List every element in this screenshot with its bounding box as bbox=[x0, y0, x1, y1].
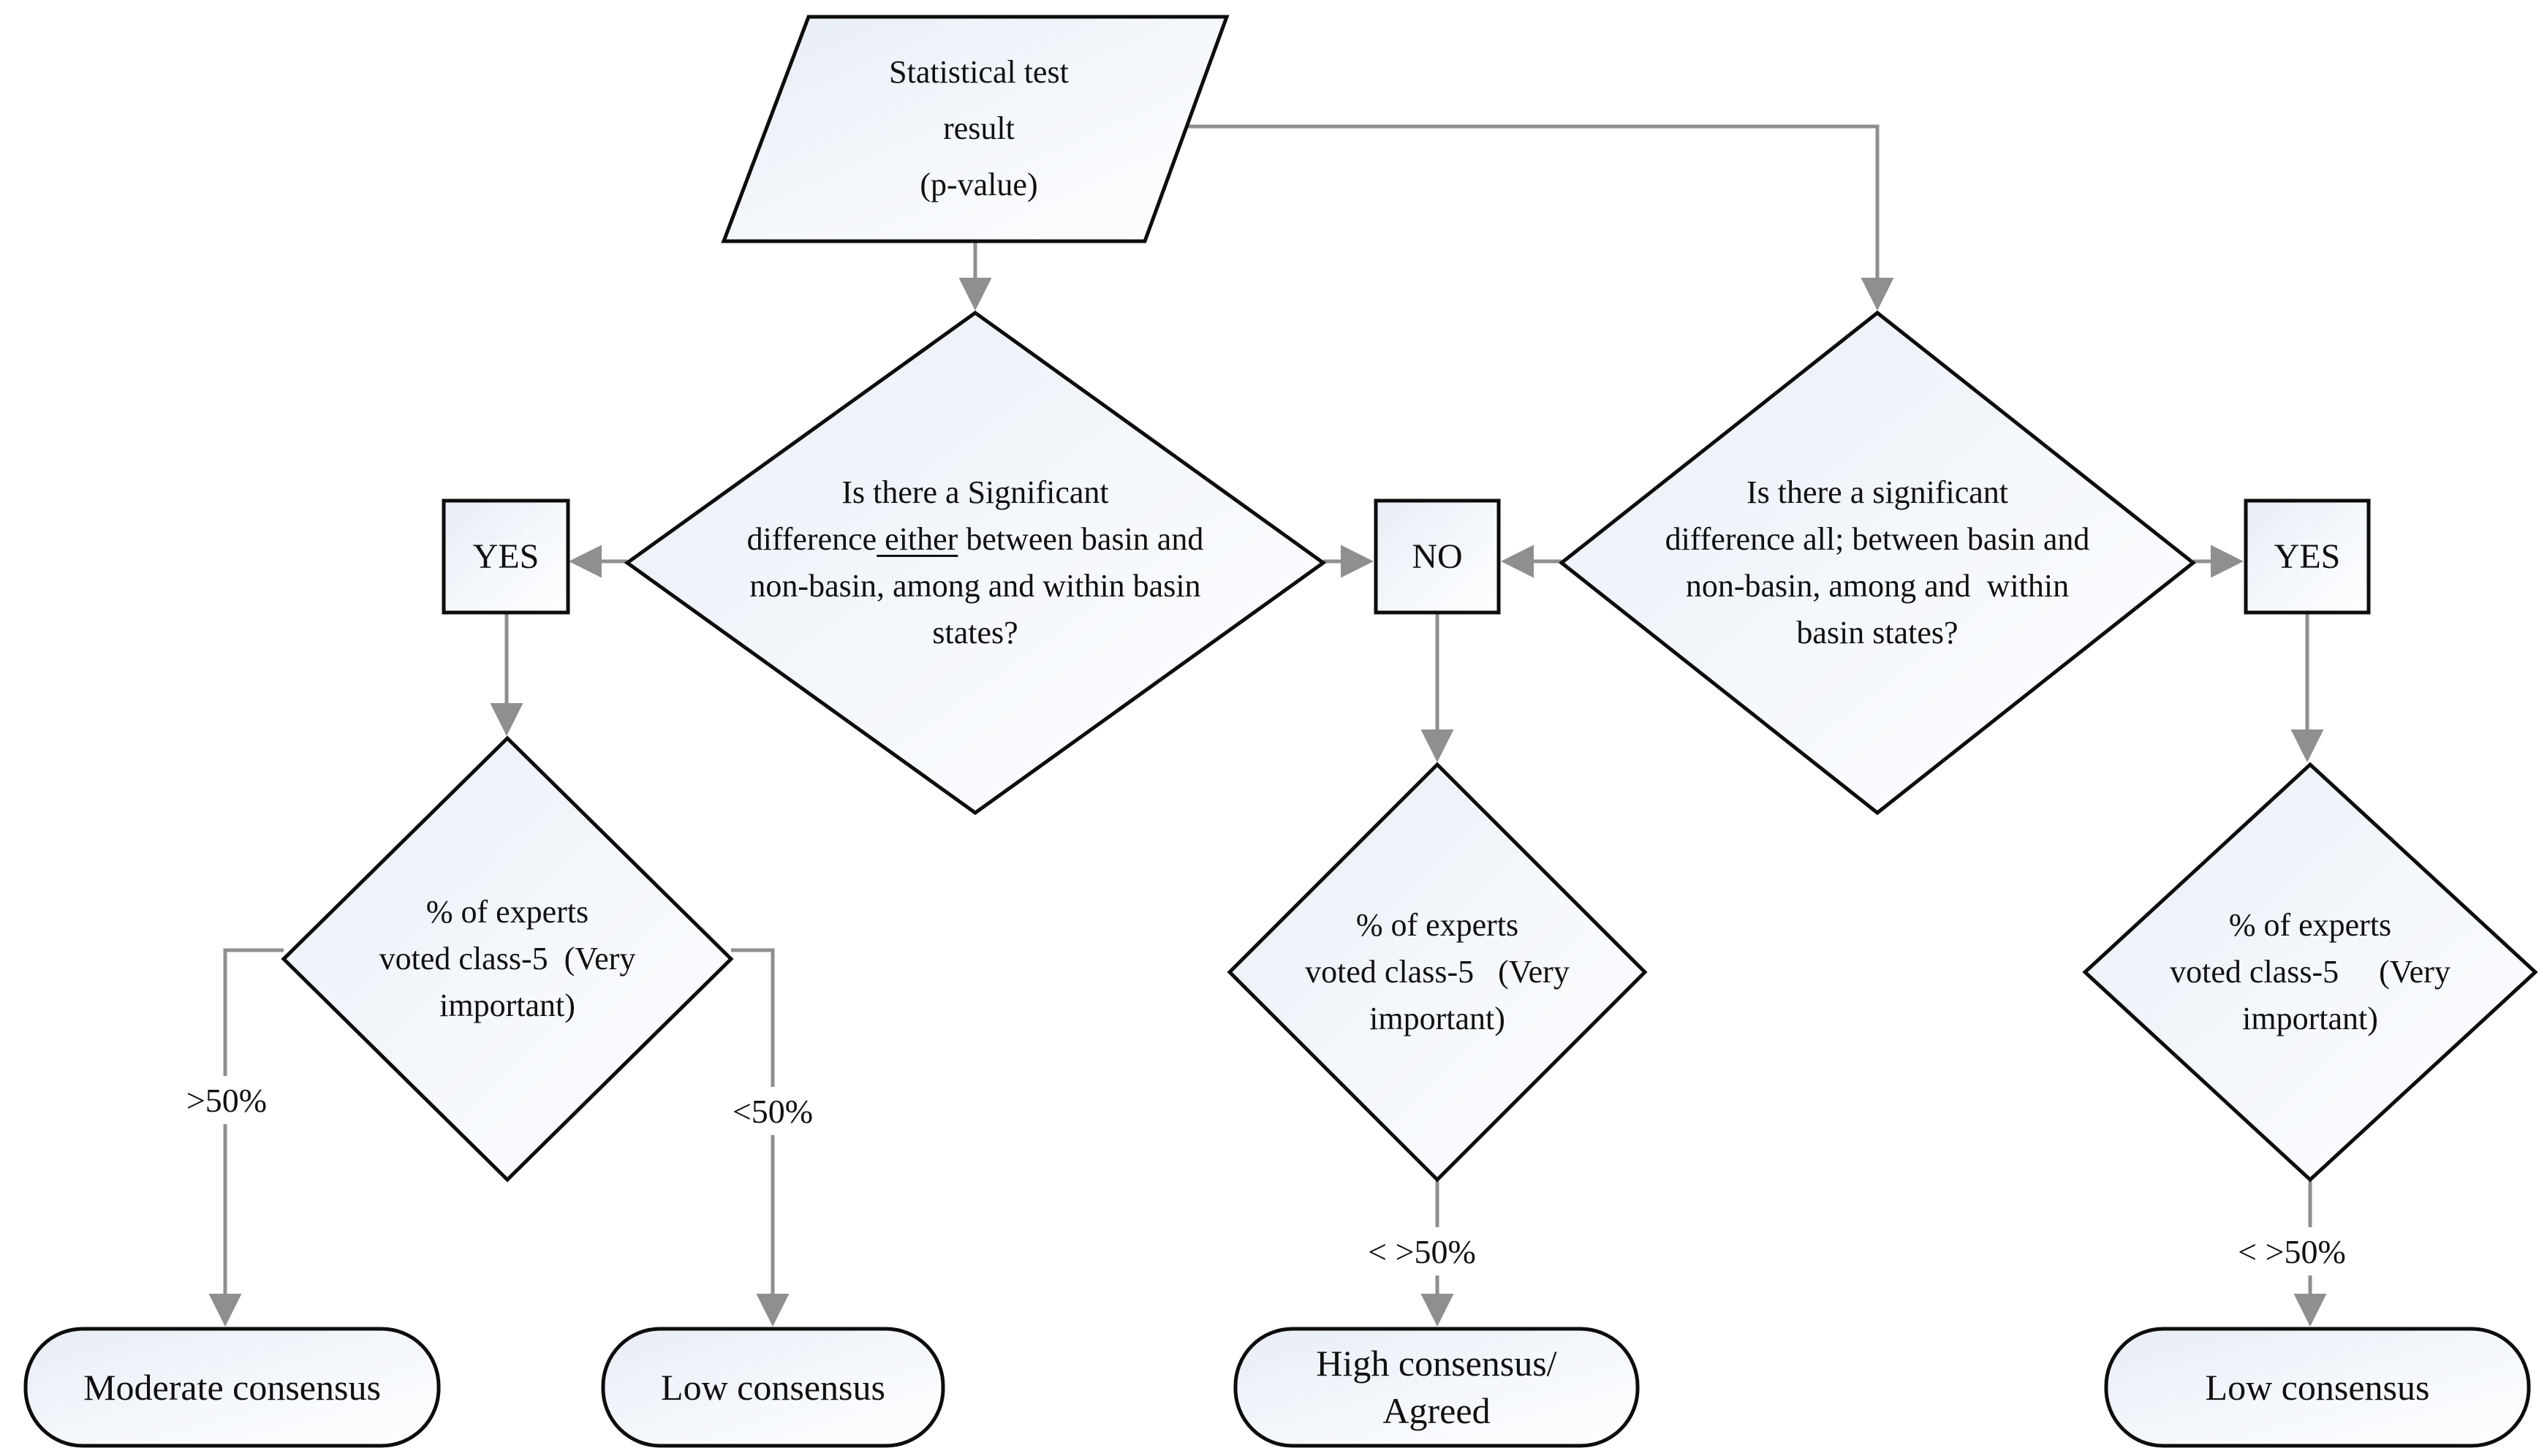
edge-label-middle-either-50: < >50% bbox=[1349, 1227, 1495, 1275]
experts-right-text: % of experts voted class-5 (Very importa… bbox=[2170, 907, 2451, 1036]
right-yes-box bbox=[2244, 498, 2371, 615]
experts-right-diamond bbox=[2082, 762, 2538, 1183]
experts-left-diamond bbox=[281, 735, 734, 1183]
connector-experts-left-to-moderate bbox=[208, 948, 284, 1327]
left-decision-line2-pre: difference bbox=[746, 521, 877, 558]
left-yes-label: YES bbox=[472, 536, 540, 576]
no-box bbox=[1374, 498, 1501, 615]
left-decision-line2-underlined: either bbox=[877, 521, 958, 558]
no-label: NO bbox=[1412, 536, 1463, 576]
terminal-low-consensus-left-label: Low consensus bbox=[661, 1366, 885, 1408]
right-decision-diamond bbox=[1558, 310, 2197, 816]
terminal-moderate-consensus-label: Moderate consensus bbox=[83, 1366, 381, 1408]
terminal-high-consensus bbox=[1233, 1327, 1640, 1448]
edge-label-less-50: <50% bbox=[718, 1087, 828, 1135]
experts-middle-diamond bbox=[1227, 762, 1648, 1183]
edge-label-right-either-50: < >50% bbox=[2219, 1227, 2365, 1275]
terminal-low-consensus-right bbox=[2104, 1327, 2531, 1448]
left-decision-diamond bbox=[624, 310, 1327, 816]
start-parallelogram bbox=[721, 15, 1230, 243]
connector-start-to-right-decision bbox=[1187, 124, 1894, 311]
connector-experts-left-to-low bbox=[731, 948, 790, 1327]
terminal-high-consensus-label: High consensus/ Agreed bbox=[1316, 1343, 1557, 1431]
experts-left-text: % of experts voted class-5 (Very importa… bbox=[379, 894, 636, 1023]
terminal-low-consensus-right-label: Low consensus bbox=[2205, 1366, 2430, 1408]
right-decision-text: Is there a significant difference all; b… bbox=[1665, 474, 2090, 651]
right-yes-label: YES bbox=[2274, 536, 2341, 576]
experts-middle-text: % of experts voted class-5 (Very importa… bbox=[1305, 907, 1570, 1036]
start-node-text: Statistical test result (p-value) bbox=[889, 53, 1069, 202]
left-decision-line2-post: between basin and bbox=[958, 521, 1204, 558]
terminal-low-consensus-left bbox=[601, 1327, 945, 1448]
edge-label-greater-50: >50% bbox=[172, 1076, 281, 1124]
terminal-moderate-consensus bbox=[23, 1327, 441, 1448]
left-decision-text: Is there a Significant difference either… bbox=[746, 474, 1204, 651]
left-yes-box bbox=[442, 498, 570, 615]
